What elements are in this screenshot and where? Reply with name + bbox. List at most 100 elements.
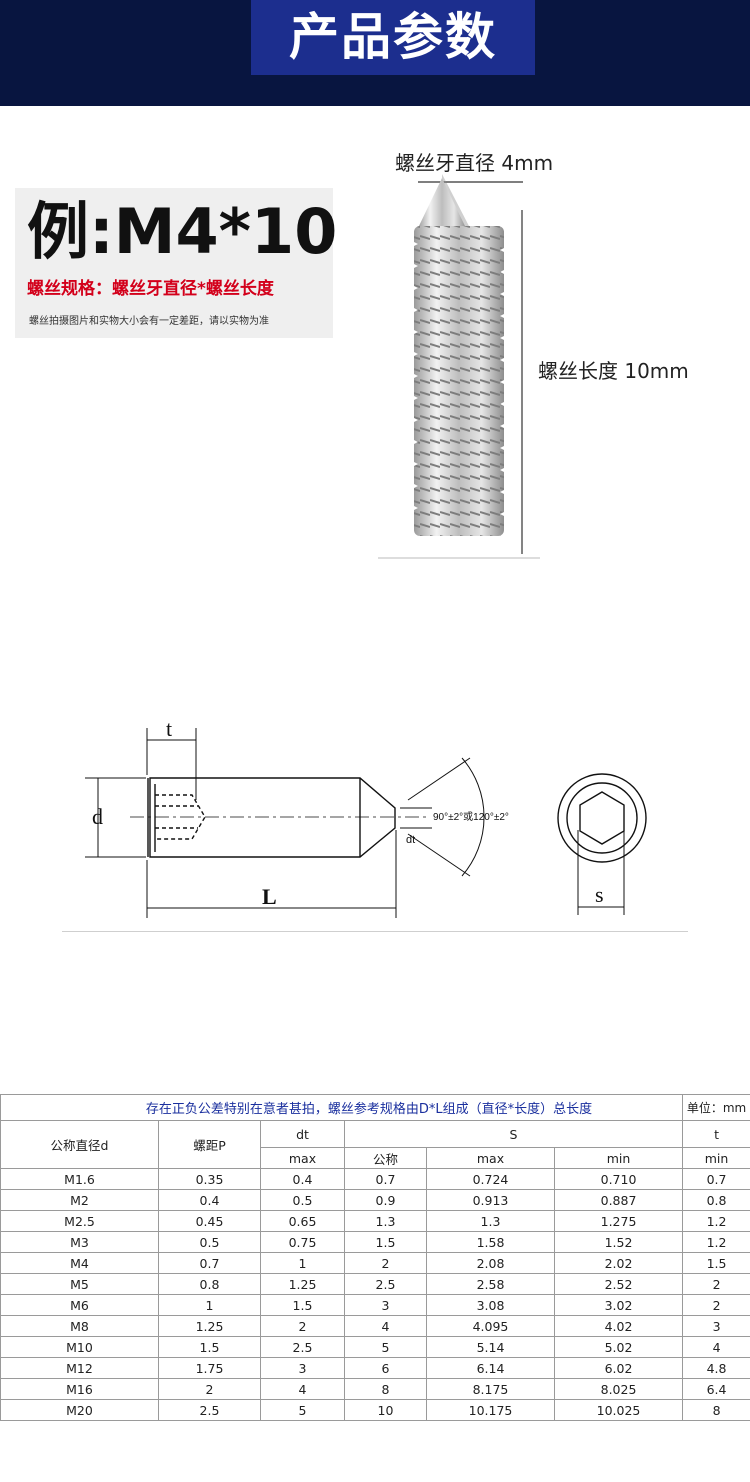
table-cell: 0.4 (158, 1189, 261, 1211)
table-cell: 3 (682, 1315, 750, 1337)
table-cell: 0.710 (553, 1168, 684, 1190)
table-cell: 5.14 (426, 1336, 555, 1358)
table-cell: M12 (0, 1357, 159, 1379)
table-cell: 10 (344, 1399, 427, 1421)
table-cell: 3 (344, 1294, 427, 1316)
table-cell: 4.8 (682, 1357, 750, 1379)
drawing-label-angle: 90°±2°或120°±2° (433, 811, 509, 823)
table-cell: 2 (682, 1273, 750, 1295)
table-cell: 1.2 (682, 1231, 750, 1253)
table-cell: 0.7 (682, 1168, 750, 1190)
example-note: 螺丝拍摄图片和实物大小会有一定差距，请以实物为准 (29, 316, 269, 327)
screw-photo (378, 174, 540, 559)
table-cell: 8 (682, 1399, 750, 1421)
table-cell: 1.2 (682, 1210, 750, 1232)
table-cell: M2.5 (0, 1210, 159, 1232)
table-cell: 1.52 (553, 1231, 684, 1253)
table-cell: 4.095 (426, 1315, 555, 1337)
table-cell: 3.02 (553, 1294, 684, 1316)
table-notice-row: 存在正负公差特别在意者甚拍，螺丝参考规格由D*L组成（直径*长度）总长度 单位：… (0, 1094, 750, 1121)
table-cell: 8.025 (553, 1378, 684, 1400)
table-cell: 6.4 (682, 1378, 750, 1400)
table-cell: 4.02 (553, 1315, 684, 1337)
table-subheader-row: max 公称 max min min (1, 1147, 750, 1169)
table-cell: M4 (0, 1252, 159, 1274)
table-cell: 1.5 (158, 1336, 261, 1358)
table-cell: 0.8 (682, 1189, 750, 1211)
table-cell: 1.75 (158, 1357, 261, 1379)
table-cell: 2.5 (344, 1273, 427, 1295)
header-nominal-d: 公称直径d (0, 1120, 159, 1169)
header-s-min: min (553, 1147, 684, 1169)
drawing-label-dt: dt (406, 834, 415, 846)
header-bar: 产品参数 (0, 0, 750, 106)
table-cell: 0.4 (260, 1168, 345, 1190)
header-dt: dt (260, 1120, 345, 1148)
drawing-label-d: d (92, 804, 103, 829)
table-cell: 0.35 (158, 1168, 261, 1190)
table-cell: 4 (344, 1315, 427, 1337)
table-cell: M3 (0, 1231, 159, 1253)
table-cell: 2.5 (158, 1399, 261, 1421)
table-cell: M8 (0, 1315, 159, 1337)
table-cell: 0.9 (344, 1189, 427, 1211)
table-cell: M20 (0, 1399, 159, 1421)
table-cell: 1.275 (553, 1210, 684, 1232)
table-cell: 1.25 (158, 1315, 261, 1337)
table-cell: 0.7 (344, 1168, 427, 1190)
table-cell: 2.02 (553, 1252, 684, 1274)
table-cell: M1.6 (0, 1168, 159, 1190)
header-s-max: max (426, 1147, 555, 1169)
drawing-label-L: L (262, 884, 277, 909)
header-pitch: 螺距P (158, 1120, 261, 1169)
table-unit: 单位：mm (682, 1094, 750, 1121)
table-cell: M16 (0, 1378, 159, 1400)
table-cell: M10 (0, 1336, 159, 1358)
table-cell: 1.58 (426, 1231, 555, 1253)
table-header-row: 公称直径d 螺距P dt S t (0, 1120, 750, 1169)
table-cell: 2.5 (260, 1336, 345, 1358)
table-cell: 2.08 (426, 1252, 555, 1274)
table-cell: 4 (260, 1378, 345, 1400)
header-s-nominal: 公称 (344, 1147, 427, 1169)
table-cell: 6 (344, 1357, 427, 1379)
section-divider (62, 931, 688, 932)
example-title: 例:M4*10 (27, 195, 338, 268)
header-s: S (343, 1120, 684, 1148)
table-cell: 8.175 (426, 1378, 555, 1400)
table-cell: 0.5 (158, 1231, 261, 1253)
table-cell: 1.3 (344, 1210, 427, 1232)
table-notice: 存在正负公差特别在意者甚拍，螺丝参考规格由D*L组成（直径*长度）总长度 (0, 1094, 684, 1121)
table-cell: M5 (0, 1273, 159, 1295)
table-cell: 0.8 (158, 1273, 261, 1295)
table-cell: 10.175 (426, 1399, 555, 1421)
table-cell: 1.5 (344, 1231, 427, 1253)
table-cell: 8 (344, 1378, 427, 1400)
example-spec: 螺丝规格：螺丝牙直径*螺丝长度 (27, 279, 274, 299)
table-cell: 5.02 (553, 1336, 684, 1358)
spec-table: 存在正负公差特别在意者甚拍，螺丝参考规格由D*L组成（直径*长度）总长度 单位：… (0, 1094, 750, 1421)
table-cell: 0.75 (260, 1231, 345, 1253)
table-cell: 1.5 (682, 1252, 750, 1274)
table-cell: 2 (158, 1378, 261, 1400)
table-cell: 2 (682, 1294, 750, 1316)
page-title: 产品参数 (251, 0, 535, 75)
table-cell: 0.887 (553, 1189, 684, 1211)
table-cell: 6.14 (426, 1357, 555, 1379)
table-cell: 0.65 (260, 1210, 345, 1232)
drawing-label-t: t (166, 716, 172, 741)
table-cell: 0.724 (426, 1168, 555, 1190)
table-cell: 5 (260, 1399, 345, 1421)
table-cell: 4 (682, 1336, 750, 1358)
